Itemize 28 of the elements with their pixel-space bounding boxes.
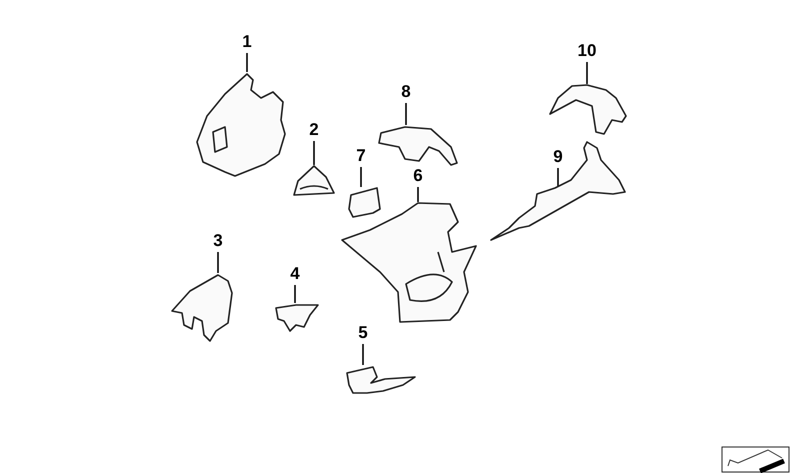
leader-line <box>294 285 296 303</box>
part-drawing <box>292 165 336 196</box>
leader-line <box>217 252 219 273</box>
callout-number: 2 <box>304 120 324 140</box>
part-drawing <box>345 365 416 394</box>
leader-line <box>586 62 588 84</box>
part-drawing <box>274 303 320 332</box>
leader-line <box>405 103 407 125</box>
part-drawing <box>546 84 627 136</box>
callout-number: 10 <box>572 41 602 61</box>
callout-number: 1 <box>237 32 257 52</box>
part-drawing <box>340 202 477 324</box>
part-drawing <box>375 125 458 168</box>
part-drawing <box>489 140 626 242</box>
leader-line <box>557 168 559 187</box>
callout-number: 9 <box>548 147 568 167</box>
callout-number: 4 <box>285 264 305 284</box>
callout-number: 6 <box>408 166 428 186</box>
callout-number: 3 <box>208 231 228 251</box>
callout-number: 7 <box>351 146 371 166</box>
leader-line <box>362 344 364 365</box>
leader-line <box>417 187 419 202</box>
callout-number: 8 <box>396 82 416 102</box>
leader-line <box>246 53 248 72</box>
part-drawing <box>347 187 381 219</box>
callout-number: 5 <box>353 323 373 343</box>
leader-line <box>360 167 362 187</box>
leader-line <box>313 141 315 165</box>
